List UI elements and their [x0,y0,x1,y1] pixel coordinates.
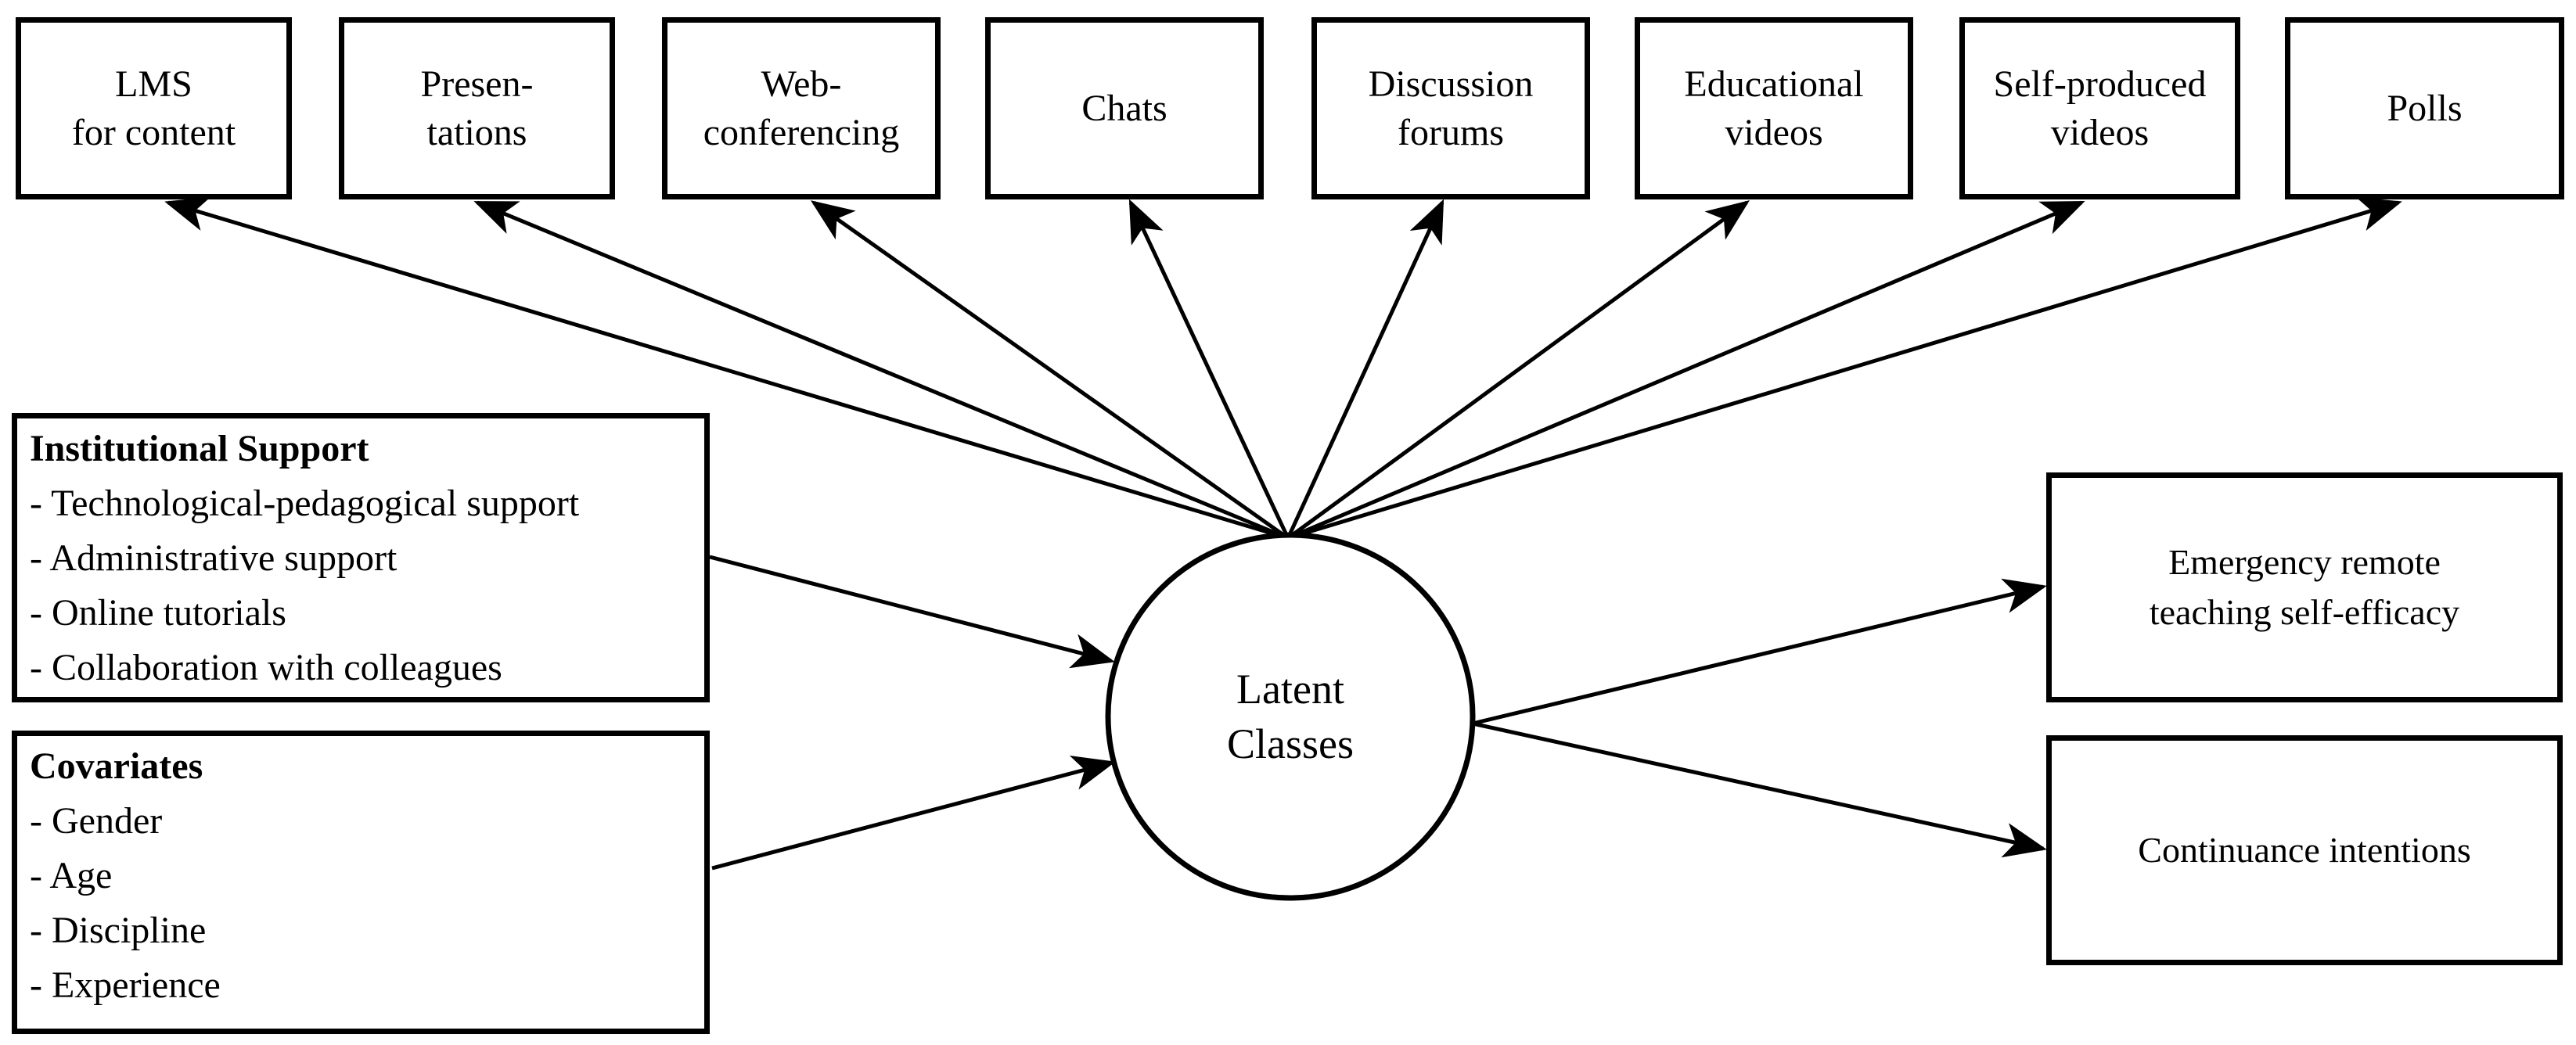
institutional-support-box: Institutional Support - Technological-pe… [12,413,710,702]
indicator-label: LMS for content [71,63,236,153]
arrow-institutional-support-to-latent [709,555,1115,669]
indicator-box-polls: Polls [2285,17,2564,199]
indicator-box-web-conferencing: Web- conferencing [662,17,941,199]
covariates-box: Covariates - Gender - Age - Discipline -… [12,731,710,1034]
arrow-latent-to-educational-videos [1286,200,1750,540]
arrow-latent-to-discussion-forums [1286,199,1445,540]
indicator-box-self-produced-videos: Self-produced videos [1959,17,2240,199]
indicator-label: Self-produced videos [1993,63,2207,153]
indicator-box-presentations: Presen- tations [339,17,615,199]
institutional-support-item: - Online tutorials [30,592,286,634]
arrow-covariates-to-latent [711,756,1116,871]
indicator-label: Educational videos [1684,63,1864,153]
covariates-item: - Discipline [30,910,207,951]
institutional-support-item: - Administrative support [30,537,398,579]
indicator-label: Presen- tations [420,63,534,153]
indicator-label: Web- conferencing [703,63,900,153]
indicator-box-chats: Chats [985,17,1264,199]
outcome-box-self-efficacy: Emergency remote teaching self-efficacy [2046,472,2563,702]
covariates-item: - Age [30,855,113,896]
arrow-latent-to-presentations [473,200,1289,540]
arrow-latent-to-self-produced-videos [1287,200,2085,540]
indicator-box-educational-videos: Educational videos [1635,17,1913,199]
covariates-item: - Experience [30,964,221,1006]
institutional-support-title: Institutional Support [30,428,369,469]
arrow-latent-to-polls [1287,196,2402,540]
latent-classes-text: Latent Classes [1227,666,1354,767]
outcome-label: Continuance intentions [2138,830,2471,870]
arrow-latent-to-continuance [1472,721,2047,858]
indicator-box-discussion-forums: Discussion forums [1311,17,1590,199]
outcome-label: Emergency remote teaching self-efficacy [2149,542,2460,632]
arrow-latent-to-web-conferencing [810,200,1290,540]
institutional-support-item: - Technological-pedagogical support [30,483,580,524]
covariates-item: - Gender [30,800,163,842]
arrow-latent-to-lms [164,196,1289,540]
arrow-latent-to-self-efficacy [1472,578,2047,726]
indicator-box-lms-for-content: LMS for content [16,17,292,199]
indicator-label: Polls [2387,87,2463,129]
outcome-box-continuance-intentions: Continuance intentions [2046,735,2563,965]
covariates-title: Covariates [30,745,203,787]
indicator-label: Discussion forums [1368,63,1534,153]
latent-classes-ellipse [1105,532,1476,901]
institutional-support-item: - Collaboration with colleagues [30,647,502,688]
indicator-label: Chats [1081,87,1167,129]
latent-classes-label: Latent Classes [1108,535,1473,898]
arrow-latent-to-chats [1128,199,1290,540]
